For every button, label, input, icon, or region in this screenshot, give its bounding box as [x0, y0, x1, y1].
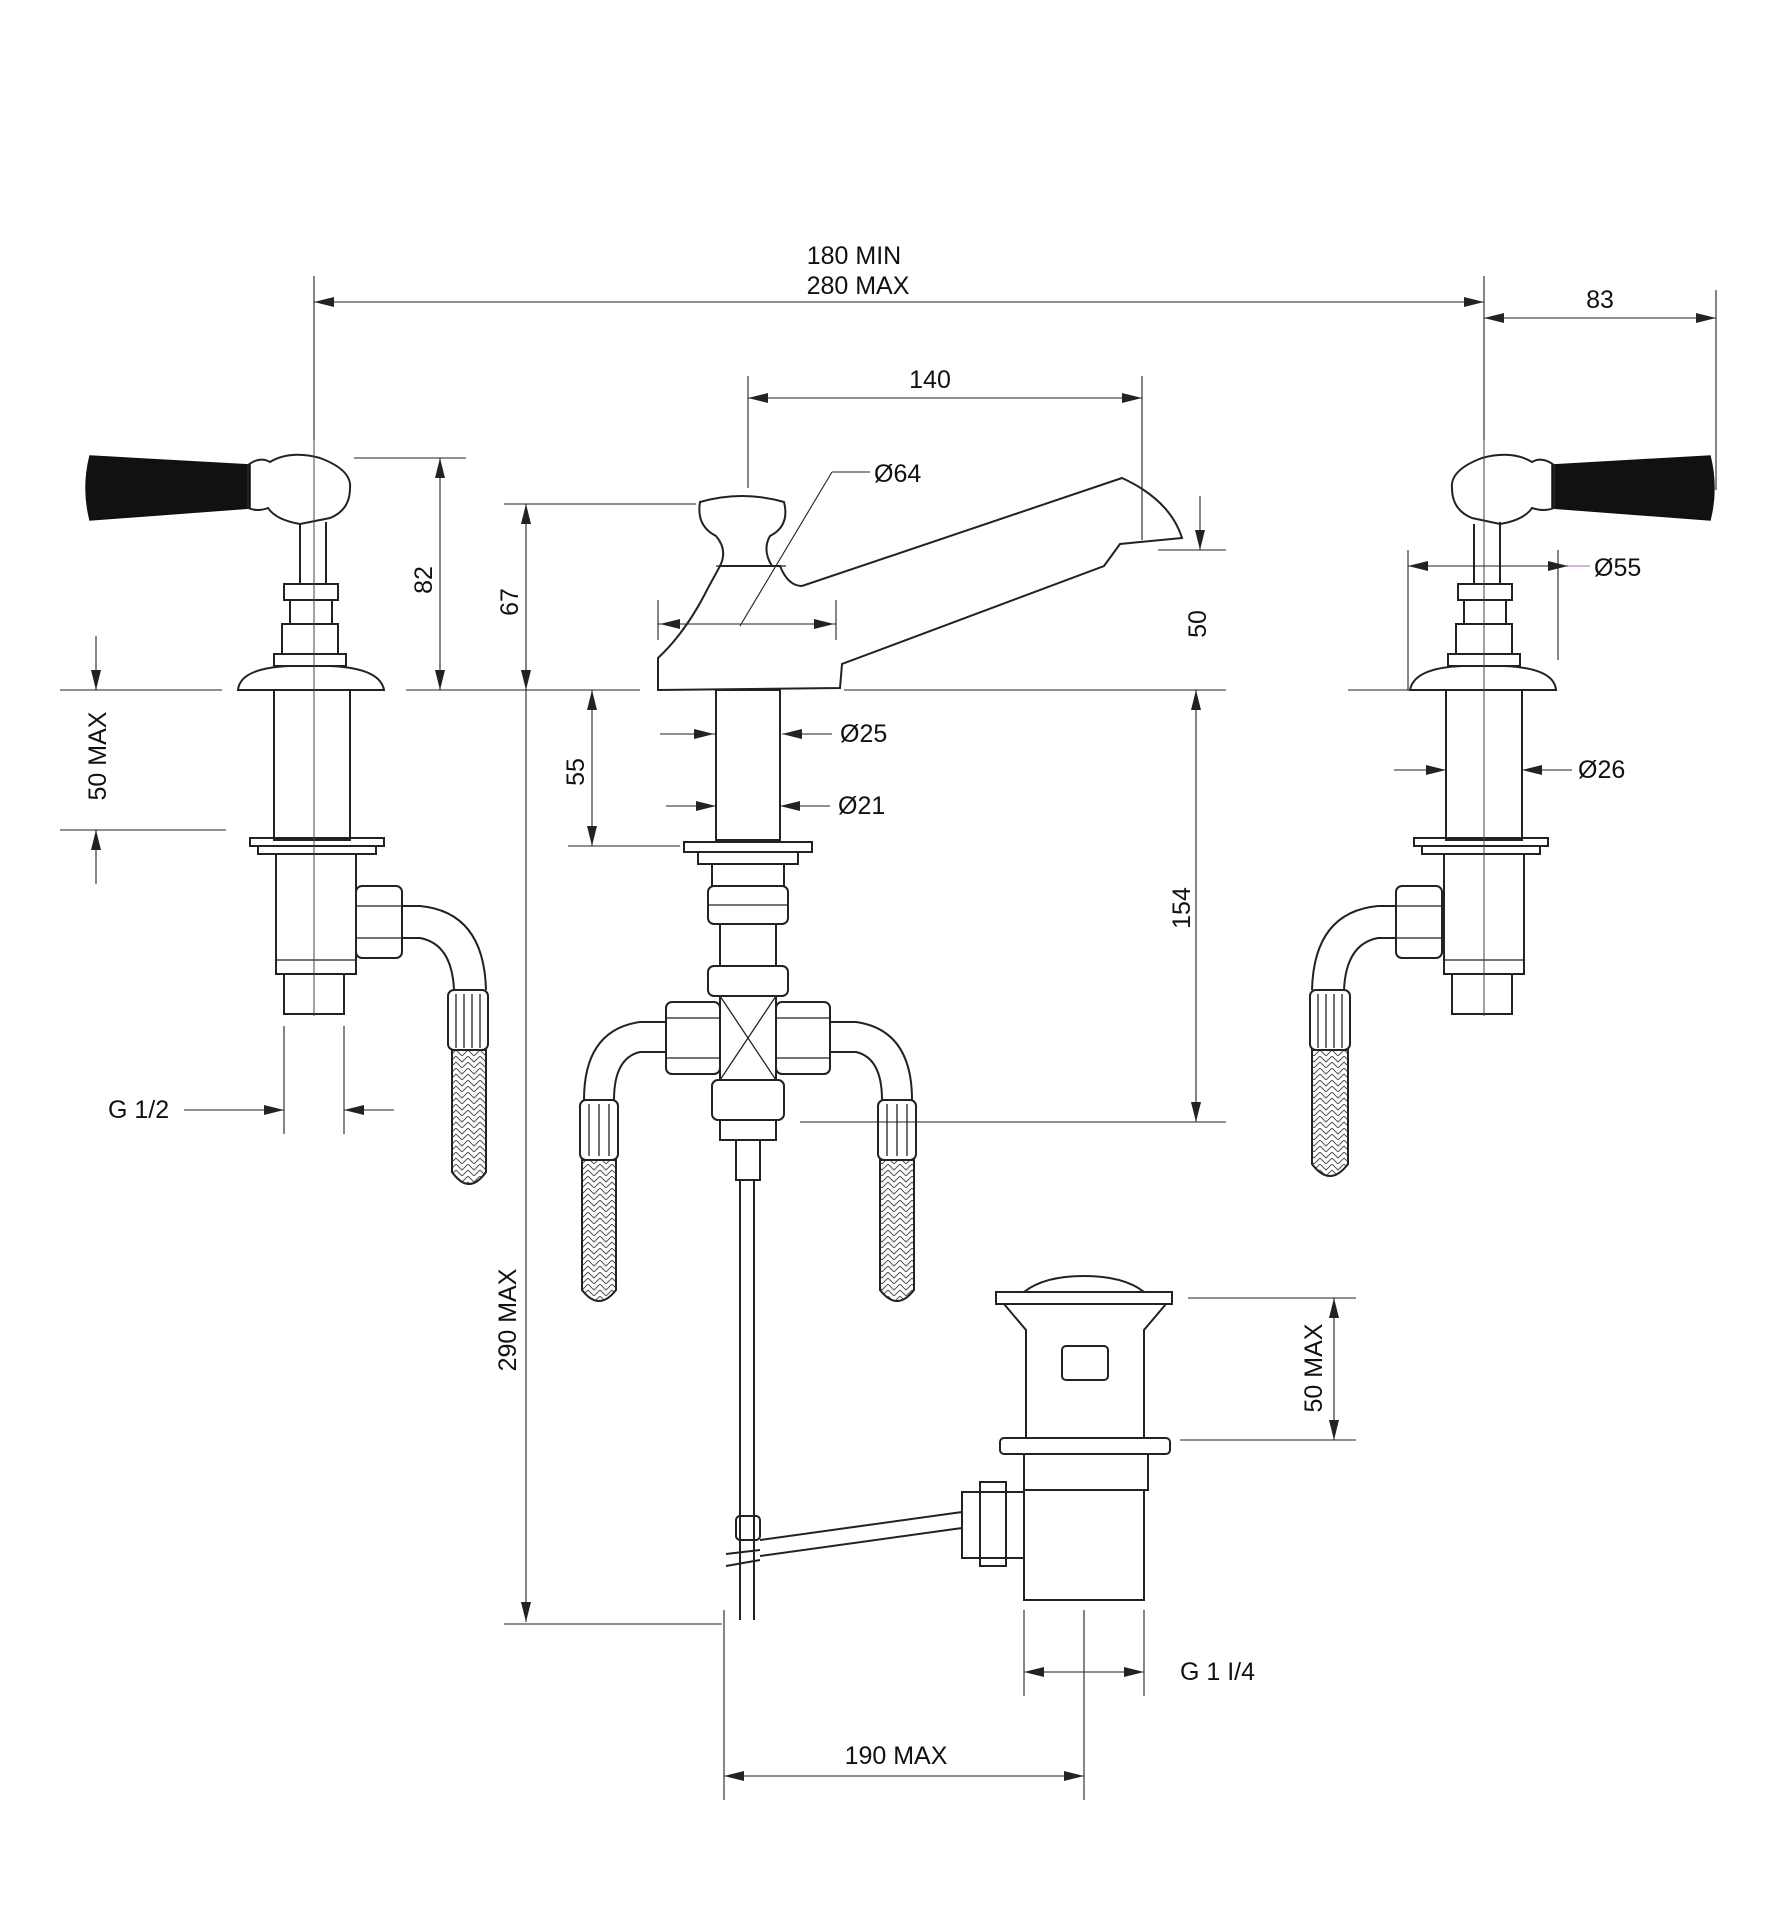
- label-waste-thread: G 1 I/4: [1180, 1658, 1255, 1686]
- label-shank-depth: 55: [562, 758, 590, 786]
- label-waste-deck-max: 50 MAX: [1300, 1323, 1328, 1412]
- label-spout-height: 50: [1184, 610, 1212, 638]
- label-shank-outer-dia: Ø25: [840, 720, 887, 748]
- label-right-offset: 83: [1586, 286, 1614, 314]
- left-lever-handle: [85, 455, 251, 521]
- label-left-deck-max: 50 MAX: [84, 711, 112, 800]
- left-valve: [85, 440, 489, 1185]
- label-body-height: 67: [496, 588, 524, 616]
- right-lever-handle: [1551, 455, 1715, 521]
- label-inlet-thread: G 1/2: [108, 1096, 169, 1124]
- right-valve: [1309, 440, 1715, 1177]
- label-body-depth: 154: [1168, 887, 1196, 929]
- label-spout-reach: 140: [909, 366, 951, 394]
- label-left-handle-height: 82: [410, 566, 438, 594]
- label-span-min: 180 MIN: [807, 242, 901, 270]
- label-waste-offset-max: 190 MAX: [845, 1742, 948, 1770]
- label-shank-inner-dia: Ø21: [838, 792, 885, 820]
- label-total-depth-max: 290 MAX: [494, 1268, 522, 1371]
- label-span-max: 280 MAX: [807, 272, 910, 300]
- dimension-lines: [60, 276, 1717, 1800]
- label-flange-dia: Ø55: [1594, 554, 1641, 582]
- pop-up-waste: [961, 1274, 1173, 1601]
- centre-spout: [579, 476, 1184, 1620]
- label-body-dia: Ø64: [874, 460, 921, 488]
- dimension-labels: 180 MIN 280 MAX 83 140 Ø64 82 67 50 Ø55 …: [84, 242, 1641, 1770]
- label-shank-right-dia: Ø26: [1578, 756, 1625, 784]
